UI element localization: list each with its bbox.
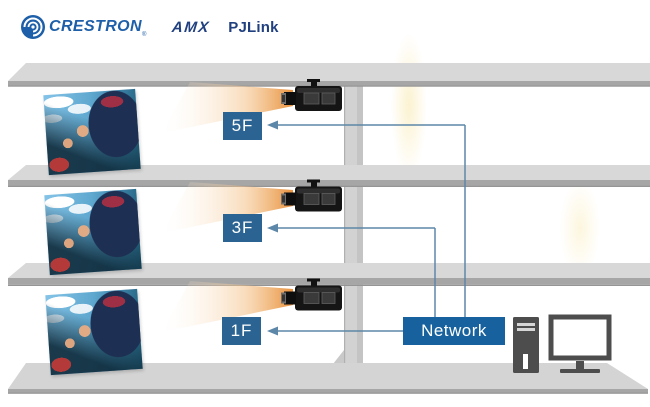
network-label: Network — [403, 317, 505, 345]
floor-label-5f: 5F — [223, 112, 262, 140]
projection-screen-1f — [45, 288, 143, 376]
control-computer — [513, 314, 612, 373]
crestron-wordmark: CRESTRON — [49, 18, 142, 35]
floor-label-1f: 1F — [222, 317, 261, 345]
pc-tower-icon — [513, 317, 539, 373]
projector-beam-1f — [162, 281, 293, 332]
building-column — [333, 80, 363, 390]
monitor-icon — [548, 314, 612, 373]
crestron-registered-mark: ® — [141, 32, 147, 38]
floor-slab-5f-3f — [8, 165, 650, 187]
logo-bar: CRESTRON ® AMX PJLink — [20, 14, 279, 40]
projector-beam-3f — [162, 182, 293, 233]
left-arrow-icon-1f — [267, 326, 278, 336]
left-arrow-icon-5f — [267, 120, 278, 130]
projector-beam-5f — [162, 82, 293, 133]
floor-label-3f: 3F — [223, 214, 262, 242]
crestron-logo: CRESTRON ® — [20, 14, 146, 40]
crestron-swirl-icon — [21, 15, 45, 39]
floor-slab-3f-1f — [8, 263, 650, 286]
network-connectors — [267, 120, 466, 336]
left-arrow-icon-3f — [267, 223, 278, 233]
projection-screen-5f — [43, 88, 141, 176]
floor-slab-roof — [8, 63, 650, 87]
projector-beams — [162, 82, 293, 332]
ground-slab — [8, 363, 648, 394]
pjlink-logo: PJLink — [228, 18, 279, 36]
projection-screen-3f — [44, 188, 142, 276]
